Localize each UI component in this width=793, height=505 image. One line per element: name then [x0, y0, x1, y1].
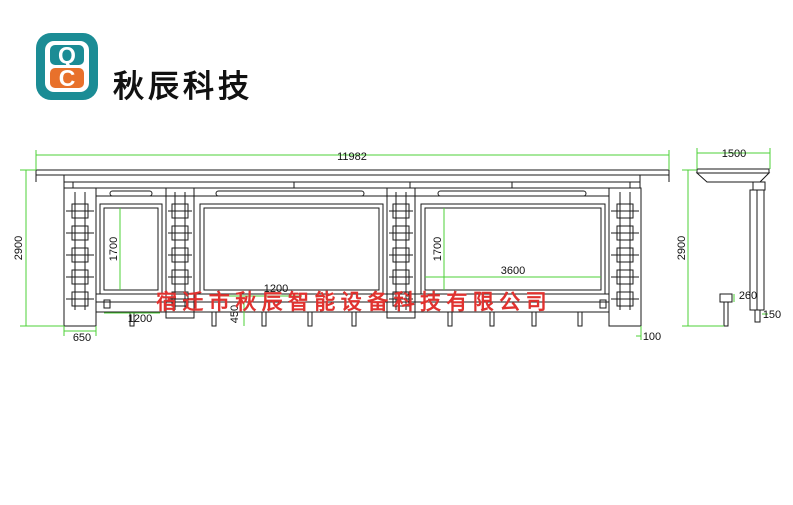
dimension-lines: [20, 148, 771, 340]
brand-name: 秋辰科技: [113, 69, 253, 105]
side-top-cap: [752, 181, 766, 191]
side-elevation: [695, 168, 771, 327]
side-canopy-bracket: [695, 172, 771, 183]
support-leg: [447, 311, 453, 327]
dim-right-panel-width: 3600: [501, 265, 525, 277]
support-legs: [103, 299, 607, 327]
support-leg: [307, 311, 313, 327]
logo-letter-c: C: [59, 65, 76, 91]
center-display-outer: [199, 203, 384, 295]
dim-right-offset: 100: [643, 331, 661, 343]
support-leg: [129, 311, 135, 327]
company-watermark: 宿迁市秋辰智能设备科技有限公司: [156, 290, 552, 314]
left-display-inner: [103, 207, 159, 291]
left-display-outer: [99, 203, 163, 295]
dim-total-width: 11982: [337, 151, 367, 163]
support-leg: [351, 311, 357, 327]
left-lattice-column: [63, 187, 97, 327]
center-display-inner: [203, 207, 380, 291]
support-leg: [211, 311, 217, 327]
right-display-inner: [424, 207, 602, 291]
bolt-plate: [103, 299, 111, 309]
lattice-motifs: [66, 192, 639, 310]
side-small-box: [719, 293, 733, 303]
right-lattice-column: [608, 187, 642, 327]
dim-center-bottom: 450: [229, 305, 241, 323]
logo-letter-q: Q: [58, 42, 76, 68]
bolt-plate: [599, 299, 607, 309]
side-post-base: [754, 309, 761, 323]
canopy-beam: [63, 181, 641, 189]
right-display-outer: [420, 203, 606, 295]
dim-left-offset: 650: [73, 332, 91, 344]
dim-total-height: 2900: [13, 236, 25, 260]
logo-c-block: [50, 68, 84, 88]
center-left-lattice-column: [165, 187, 195, 319]
company-logo: Q C: [36, 33, 98, 100]
dim-side-depth: 1500: [722, 148, 746, 160]
side-canopy-plate: [696, 168, 770, 174]
dim-side-box: 260: [739, 290, 757, 302]
dim-left-panel-height: 1700: [108, 237, 120, 261]
dim-side-post: 150: [763, 309, 781, 321]
dim-left-panel-width: 1200: [128, 313, 152, 325]
support-leg: [577, 311, 583, 327]
dim-center-width: 1200: [264, 283, 288, 295]
side-small-post: [723, 301, 729, 327]
support-leg: [489, 311, 495, 327]
dim-side-height: 2900: [676, 236, 688, 260]
canopy-top-plate: [35, 169, 670, 176]
center-right-lattice-column: [386, 187, 416, 319]
logo-q-block: [50, 45, 84, 65]
support-leg: [261, 311, 267, 327]
support-leg: [531, 311, 537, 327]
dim-right-panel-height: 1700: [432, 237, 444, 261]
